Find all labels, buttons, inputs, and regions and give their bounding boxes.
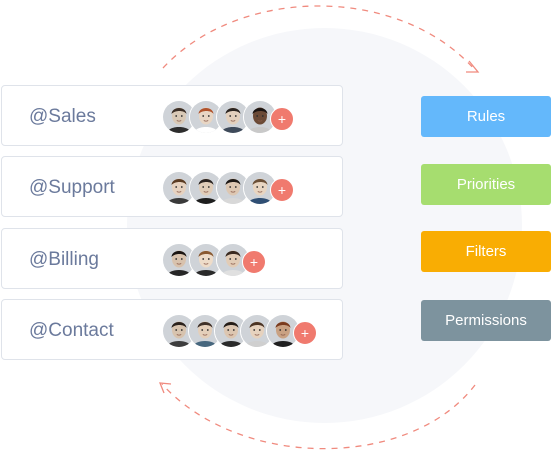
top-arc-arrow bbox=[162, 5, 476, 71]
add-member-button[interactable]: + bbox=[242, 250, 266, 274]
permissions-button[interactable]: Permissions bbox=[421, 300, 551, 341]
add-member-button[interactable]: + bbox=[270, 107, 294, 131]
group-card-billing[interactable]: @Billing + bbox=[1, 228, 343, 289]
group-card-sales[interactable]: @Sales + bbox=[1, 85, 343, 146]
group-label: @Sales bbox=[29, 106, 96, 127]
avatar bbox=[216, 100, 250, 134]
add-member-button[interactable]: + bbox=[293, 321, 317, 345]
group-label: @Support bbox=[29, 177, 115, 198]
avatar bbox=[162, 314, 196, 348]
avatar bbox=[243, 171, 277, 205]
filters-button[interactable]: Filters bbox=[421, 231, 551, 272]
group-card-contact[interactable]: @Contact + bbox=[1, 299, 343, 360]
person-photo-icon bbox=[215, 315, 247, 347]
group-label: @Contact bbox=[29, 320, 114, 341]
avatar bbox=[189, 171, 223, 205]
rules-button[interactable]: Rules bbox=[421, 96, 551, 137]
group-label: @Billing bbox=[29, 249, 99, 270]
add-member-button[interactable]: + bbox=[270, 178, 294, 202]
person-photo-icon bbox=[217, 101, 249, 133]
top-arrowhead-icon bbox=[466, 60, 480, 73]
avatar bbox=[189, 243, 223, 277]
bottom-arc-arrow bbox=[161, 383, 476, 450]
bottom-arrowhead-icon bbox=[159, 382, 172, 394]
group-card-support[interactable]: @Support + bbox=[1, 156, 343, 217]
priorities-button[interactable]: Priorities bbox=[421, 164, 551, 205]
